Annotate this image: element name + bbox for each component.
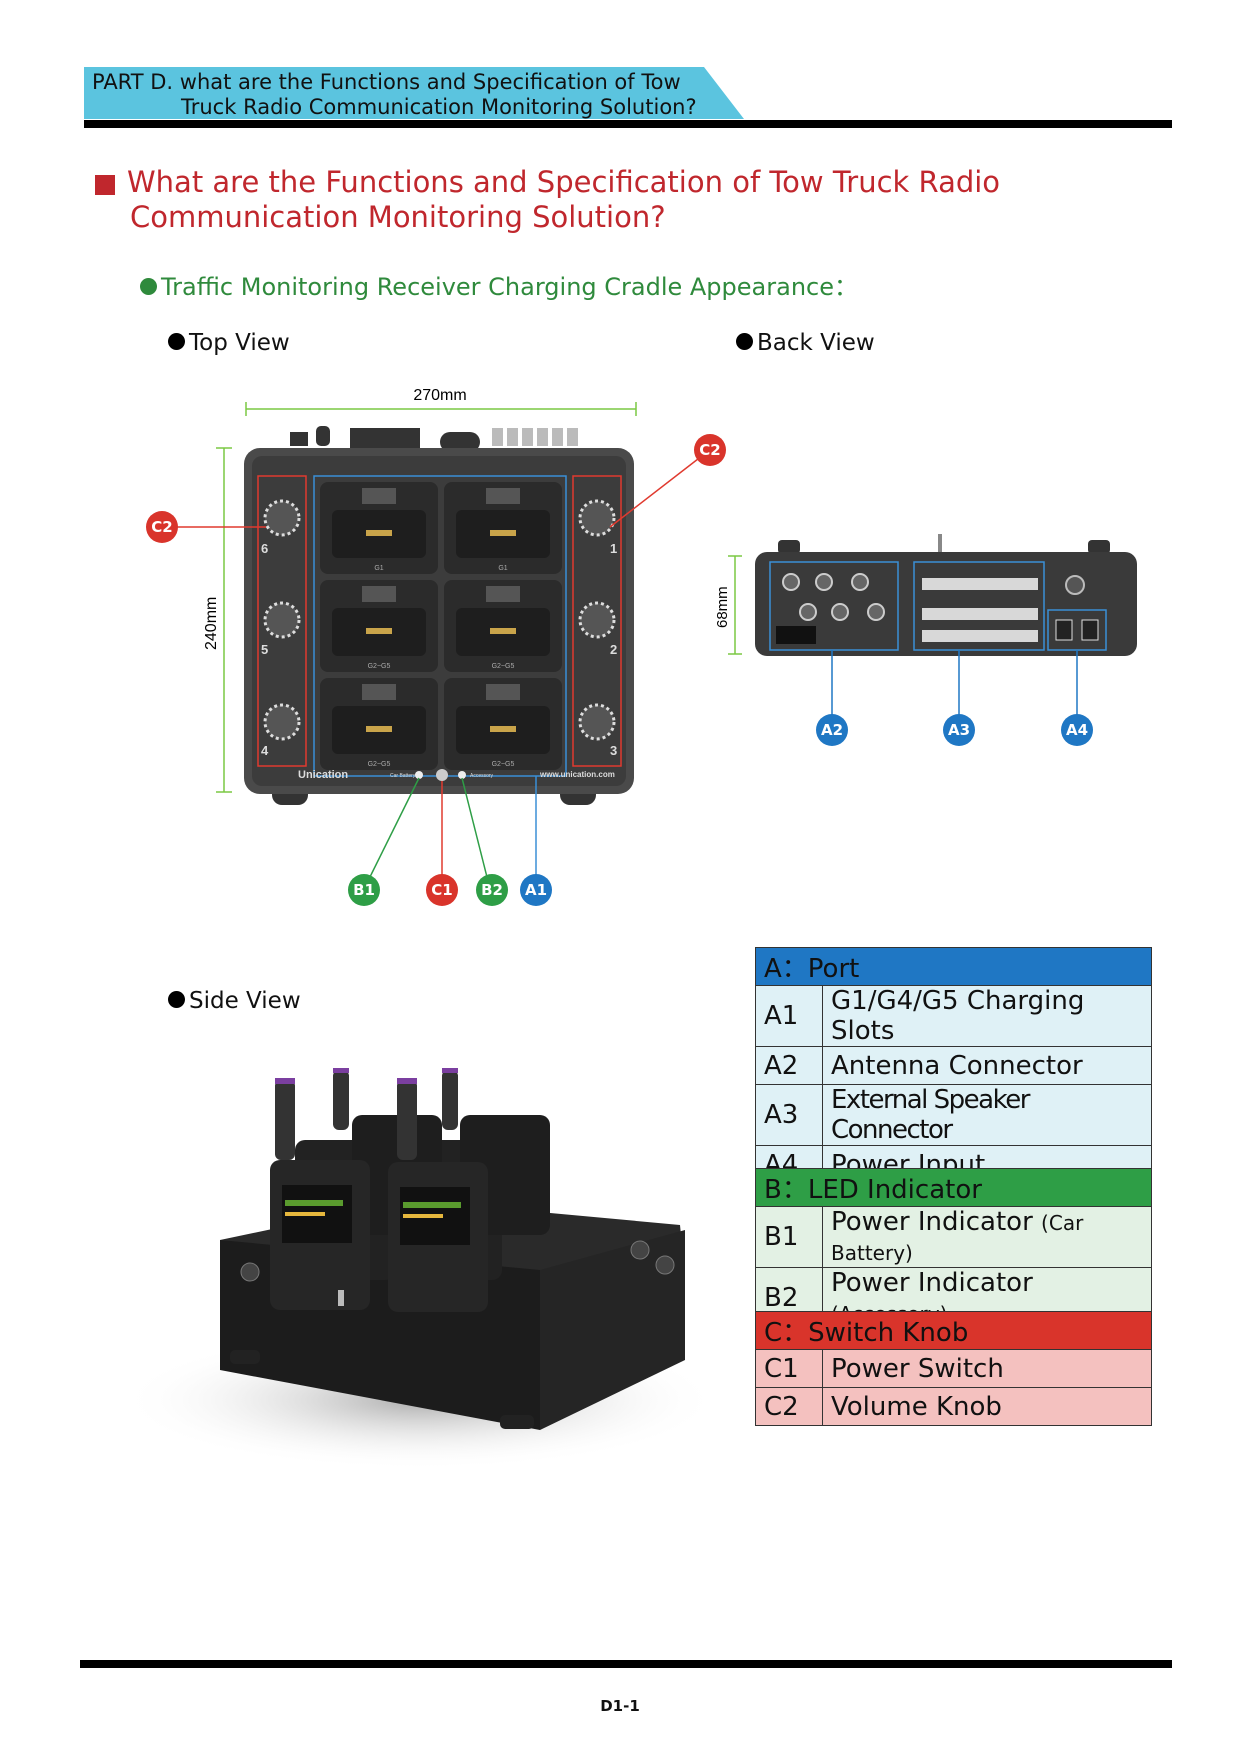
callout-c1: C1 (426, 874, 458, 906)
row-label: G1/G4/G5 Charging Slots (822, 985, 1152, 1047)
svg-text:A3: A3 (948, 721, 970, 739)
slot-label: G2~G5 (492, 761, 515, 768)
slot-label: G1 (374, 565, 383, 572)
knob-number: 5 (261, 642, 268, 657)
title-bullet-icon (95, 175, 115, 195)
car-battery-led-label: Car Battery (390, 773, 416, 779)
row-label: External Speaker Connector (822, 1084, 1152, 1146)
svg-text:C1: C1 (431, 881, 452, 899)
brand-url: www.unication.com (539, 770, 615, 779)
svg-text:A2: A2 (821, 721, 843, 739)
switch-table: C：Switch Knob C1 Power Switch C2 Volume … (755, 1311, 1152, 1426)
svg-text:B1: B1 (353, 881, 375, 899)
callout-c2-left: C2 (146, 511, 178, 543)
back-height-dimension: 68mm (714, 586, 731, 628)
switch-table-header: C：Switch Knob (755, 1311, 1152, 1350)
subtitle-text: Traffic Monitoring Receiver Charging Cra… (161, 273, 858, 301)
row-note: (Car Battery) (831, 1211, 1084, 1265)
knob-number: 6 (261, 541, 268, 556)
slot-label: G1 (498, 565, 507, 572)
port-table-header: A：Port (755, 947, 1152, 986)
svg-text:C2: C2 (151, 518, 172, 536)
black-bullet-icon (168, 333, 185, 350)
black-bullet-icon (736, 333, 753, 350)
led-table-header: B：LED Indicator (755, 1168, 1152, 1207)
row-label: Antenna Connector (822, 1046, 1152, 1085)
led-table: B：LED Indicator B1 Power Indicator (Car … (755, 1168, 1152, 1329)
header-banner-text: PART D. what are the Functions and Speci… (92, 70, 697, 120)
height-dimension: 240mm (203, 597, 220, 650)
black-bullet-icon (168, 991, 185, 1008)
row-label: Volume Knob (822, 1387, 1152, 1426)
width-dimension: 270mm (413, 387, 466, 404)
page-title: What are the Functions and Specification… (127, 165, 1000, 235)
row-code: A3 (755, 1084, 823, 1146)
green-bullet-icon (140, 277, 157, 295)
header-line-2: Truck Radio Communication Monitoring Sol… (181, 95, 697, 119)
callout-b2: B2 (476, 874, 508, 906)
header-line-1: PART D. what are the Functions and Speci… (92, 70, 681, 94)
table-row: B1 Power Indicator (Car Battery) (755, 1206, 1152, 1268)
row-code: A1 (755, 985, 823, 1047)
table-row: A2 Antenna Connector (755, 1046, 1152, 1085)
svg-text:A1: A1 (525, 881, 547, 899)
row-label: Power Switch (822, 1349, 1152, 1388)
top-view-diagram: 270mm 240mm (146, 387, 726, 906)
callout-b1: B1 (348, 874, 380, 906)
top-divider (84, 120, 1172, 128)
title-line-2: Communication Monitoring Solution? (130, 200, 666, 234)
side-view-text: Side View (189, 988, 301, 1014)
brand-logo: Unication (298, 769, 348, 781)
callout-a4: A4 (1061, 714, 1093, 746)
title-line-1: What are the Functions and Specification… (127, 165, 1001, 199)
row-code: B1 (755, 1206, 823, 1268)
header-banner (84, 67, 744, 119)
port-table: A：Port A1 G1/G4/G5 Charging Slots A2 Ant… (755, 947, 1152, 1184)
volume-knobs: 1 2 3 4 5 6 (261, 499, 617, 758)
knob-number: 2 (610, 642, 617, 657)
top-view-text: Top View (189, 330, 290, 356)
callout-a3: A3 (943, 714, 975, 746)
top-view-label: Top View (168, 330, 290, 356)
table-row: A1 G1/G4/G5 Charging Slots (755, 985, 1152, 1047)
row-code: A2 (755, 1046, 823, 1085)
side-view-photo (120, 1068, 720, 1470)
back-view-label: Back View (736, 330, 875, 356)
callout-a2: A2 (816, 714, 848, 746)
radio-units (270, 1068, 550, 1312)
section-subtitle: Traffic Monitoring Receiver Charging Cra… (140, 267, 858, 302)
callout-a1: A1 (520, 874, 552, 906)
table-row: C2 Volume Knob (755, 1387, 1152, 1426)
bottom-divider (80, 1660, 1172, 1668)
row-label: Power Indicator (Car Battery) (822, 1206, 1152, 1268)
callout-c2-right: C2 (694, 434, 726, 466)
page-number: D1-1 (600, 1697, 640, 1715)
svg-text:B2: B2 (481, 881, 503, 899)
slot-label: G2~G5 (368, 761, 391, 768)
svg-text:C2: C2 (699, 441, 720, 459)
knob-number: 4 (261, 743, 269, 758)
svg-text:A4: A4 (1066, 721, 1088, 739)
accessory-led-label: Accessory (470, 773, 494, 779)
back-view-diagram: 68mm A2 A3 A4 (714, 534, 1137, 746)
table-row: C1 Power Switch (755, 1349, 1152, 1388)
table-row: A3 External Speaker Connector (755, 1084, 1152, 1146)
charging-slots: G1 G1 G2~G5 G2~G5 G2~G5 G2~G5 (320, 482, 562, 770)
row-code: C2 (755, 1387, 823, 1426)
slot-label: G2~G5 (368, 663, 391, 670)
row-code: C1 (755, 1349, 823, 1388)
slot-label: G2~G5 (492, 663, 515, 670)
knob-number: 1 (610, 541, 617, 556)
side-view-label: Side View (168, 988, 301, 1014)
knob-number: 3 (610, 743, 617, 758)
back-view-text: Back View (757, 330, 875, 356)
